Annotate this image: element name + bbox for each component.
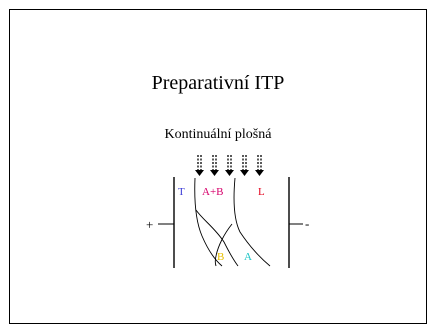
itp-diagram: T A+B L B A + -	[146, 155, 309, 268]
boundary-a-b-lower	[214, 223, 233, 267]
zone-label-t: T	[178, 186, 185, 198]
cathode-label: -	[305, 216, 309, 231]
boundary-a-b-upper	[195, 209, 239, 267]
zone-label-b: B	[217, 251, 224, 263]
boundary-terminator	[194, 177, 223, 267]
zone-label-a: A	[244, 251, 252, 263]
zone-label-l: L	[258, 186, 265, 198]
inlet-arrow	[195, 155, 204, 176]
inlet-arrow	[225, 155, 234, 176]
zone-label-a-plus-b: A+B	[202, 186, 223, 198]
inlet-arrow	[210, 155, 219, 176]
inlet-arrow	[255, 155, 264, 176]
inlet-arrow	[240, 155, 249, 176]
sample-inlet-arrows	[195, 155, 264, 176]
anode-label: +	[146, 217, 153, 232]
zone-boundaries	[194, 177, 271, 267]
slide-title: Preparativní ITP	[151, 72, 285, 94]
slide-subtitle: Kontinuální plošná	[164, 127, 272, 142]
slide: Preparativní ITP Kontinuální plošná	[9, 9, 427, 324]
boundary-leader	[233, 177, 271, 267]
